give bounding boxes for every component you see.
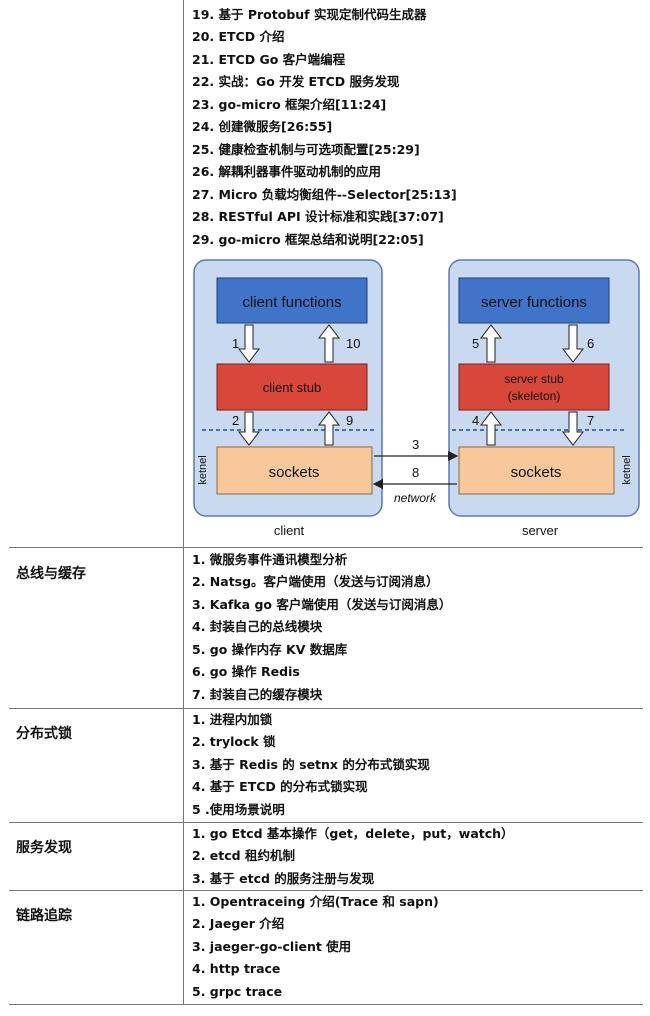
row-label: 总线与缓存 <box>16 566 86 582</box>
list-item: 29. go-micro 框架总结和说明[22:05] <box>192 232 424 247</box>
step-2-label: 2 <box>232 413 239 428</box>
step-4-label: 4 <box>472 413 479 428</box>
table-row: 19. 基于 Protobuf 实现定制代码生成器 20. ETCD 介绍 21… <box>9 0 643 548</box>
list-item: 1. Opentraceing 介绍(Trace 和 sapn) <box>192 894 439 909</box>
row-content-cell: 1. 进程内加锁 2. trylock 锁 3. 基于 Redis 的 setn… <box>184 708 643 822</box>
arrow-down-6 <box>561 324 585 363</box>
list-item: 4. 基于 ETCD 的分布式锁实现 <box>192 779 368 794</box>
list-item: 3. 基于 etcd 的服务注册与发现 <box>192 871 375 886</box>
list-item: 1. 进程内加锁 <box>192 712 273 727</box>
server-functions-box <box>458 277 610 324</box>
kernel-label-right: ketnel <box>621 455 633 484</box>
row-label: 链路追踪 <box>16 908 72 924</box>
arrow-up-10 <box>317 324 341 363</box>
arrow-up-4 <box>479 411 503 446</box>
client-stub-box <box>216 363 368 411</box>
list-item: 21. ETCD Go 客户端编程 <box>192 52 346 67</box>
row-label-cell: 总线与缓存 <box>9 547 184 708</box>
kernel-label-left: ketnel <box>197 455 209 484</box>
arrow-down-1 <box>237 324 261 363</box>
table-row: 链路追踪 1. Opentraceing 介绍(Trace 和 sapn) 2.… <box>9 890 643 1005</box>
row-label: 分布式锁 <box>16 726 72 742</box>
list-item: 1. 微服务事件通讯模型分析 <box>192 552 348 567</box>
client-caption: client <box>274 523 305 538</box>
list-item: 23. go-micro 框架介绍[11:24] <box>192 97 387 112</box>
list-item: 5 .使用场景说明 <box>192 802 285 817</box>
row-content-cell: 1. 微服务事件通讯模型分析 2. Natsg。客户端使用（发送与订阅消息） 3… <box>184 547 643 708</box>
list-item: 3. Kafka go 客户端使用（发送与订阅消息） <box>192 597 452 612</box>
server-stub-box <box>458 363 610 411</box>
step-6-label: 6 <box>587 336 594 351</box>
list-item: 5. grpc trace <box>192 984 283 999</box>
list-item: 7. 封装自己的缓存模块 <box>192 687 323 702</box>
list-item: 26. 解耦利器事件驱动机制的应用 <box>192 164 381 179</box>
list-item: 28. RESTful API 设计标准和实践[37:07] <box>192 209 444 224</box>
row-label-cell <box>9 0 184 547</box>
client-stub-label: client stub <box>263 380 322 395</box>
list-item: 2. etcd 租约机制 <box>192 848 295 863</box>
list-item: 22. 实战：Go 开发 ETCD 服务发现 <box>192 74 400 89</box>
row-content-cell: 1. go Etcd 基本操作（get，delete，put，watch） 2.… <box>184 822 643 890</box>
server-sockets-label: sockets <box>511 464 562 481</box>
list-item: 4. 封装自己的总线模块 <box>192 619 323 634</box>
network-label: network <box>394 491 437 505</box>
step-9-label: 9 <box>346 413 353 428</box>
list-item: 3. 基于 Redis 的 setnx 的分布式锁实现 <box>192 757 430 772</box>
arrow-down-7 <box>561 411 585 446</box>
step-1-label: 1 <box>232 336 239 351</box>
row-label: 服务发现 <box>16 840 72 856</box>
list-item: 1. go Etcd 基本操作（get，delete，put，watch） <box>192 826 514 841</box>
list-item: 6. go 操作 Redis <box>192 664 300 679</box>
list-item: 4. http trace <box>192 961 281 976</box>
list-item: 2. trylock 锁 <box>192 734 276 749</box>
server-stub-label-line2: (skeleton) <box>508 389 561 403</box>
list-item: 19. 基于 Protobuf 实现定制代码生成器 <box>192 7 427 22</box>
list-item: 27. Micro 负载均衡组件--Selector[25:13] <box>192 187 457 202</box>
list-item: 2. Jaeger 介绍 <box>192 916 285 931</box>
list-item: 20. ETCD 介绍 <box>192 29 285 44</box>
list-item: 5. go 操作内存 KV 数据库 <box>192 642 348 657</box>
row-label-cell: 服务发现 <box>9 822 184 890</box>
rpc-diagram: client functions server functions client… <box>193 259 640 538</box>
client-sockets-label: sockets <box>269 464 320 481</box>
client-functions-box <box>216 277 368 324</box>
client-sockets-box <box>216 446 373 495</box>
server-sockets-box <box>458 446 615 495</box>
client-functions-label: client functions <box>242 294 341 311</box>
step-5-label: 5 <box>472 336 479 351</box>
row-content-cell: 19. 基于 Protobuf 实现定制代码生成器 20. ETCD 介绍 21… <box>184 0 643 547</box>
list-item: 3. jaeger-go-client 使用 <box>192 939 352 954</box>
server-functions-label: server functions <box>481 294 587 311</box>
step-7-label: 7 <box>587 413 594 428</box>
step-3-label: 3 <box>412 437 419 452</box>
row-label-cell: 分布式锁 <box>9 708 184 822</box>
arrow-up-5 <box>479 324 503 363</box>
step-8-label: 8 <box>412 465 419 480</box>
server-stub-label-line1: server stub <box>504 372 564 386</box>
arrow-down-2 <box>237 411 261 446</box>
table-row: 服务发现 1. go Etcd 基本操作（get，delete，put，watc… <box>9 822 643 891</box>
list-item: 24. 创建微服务[26:55] <box>192 119 333 134</box>
list-item: 2. Natsg。客户端使用（发送与订阅消息） <box>192 574 439 589</box>
table-row: 总线与缓存 1. 微服务事件通讯模型分析 2. Natsg。客户端使用（发送与订… <box>9 547 643 709</box>
step-10-label: 10 <box>346 336 360 351</box>
server-caption: server <box>522 523 559 538</box>
row-content-cell: 1. Opentraceing 介绍(Trace 和 sapn) 2. Jaeg… <box>184 890 643 1004</box>
table-row: 分布式锁 1. 进程内加锁 2. trylock 锁 3. 基于 Redis 的… <box>9 708 643 823</box>
arrow-up-9 <box>317 411 341 446</box>
row-label-cell: 链路追踪 <box>9 890 184 1004</box>
list-item: 25. 健康检查机制与可选项配置[25:29] <box>192 142 420 157</box>
